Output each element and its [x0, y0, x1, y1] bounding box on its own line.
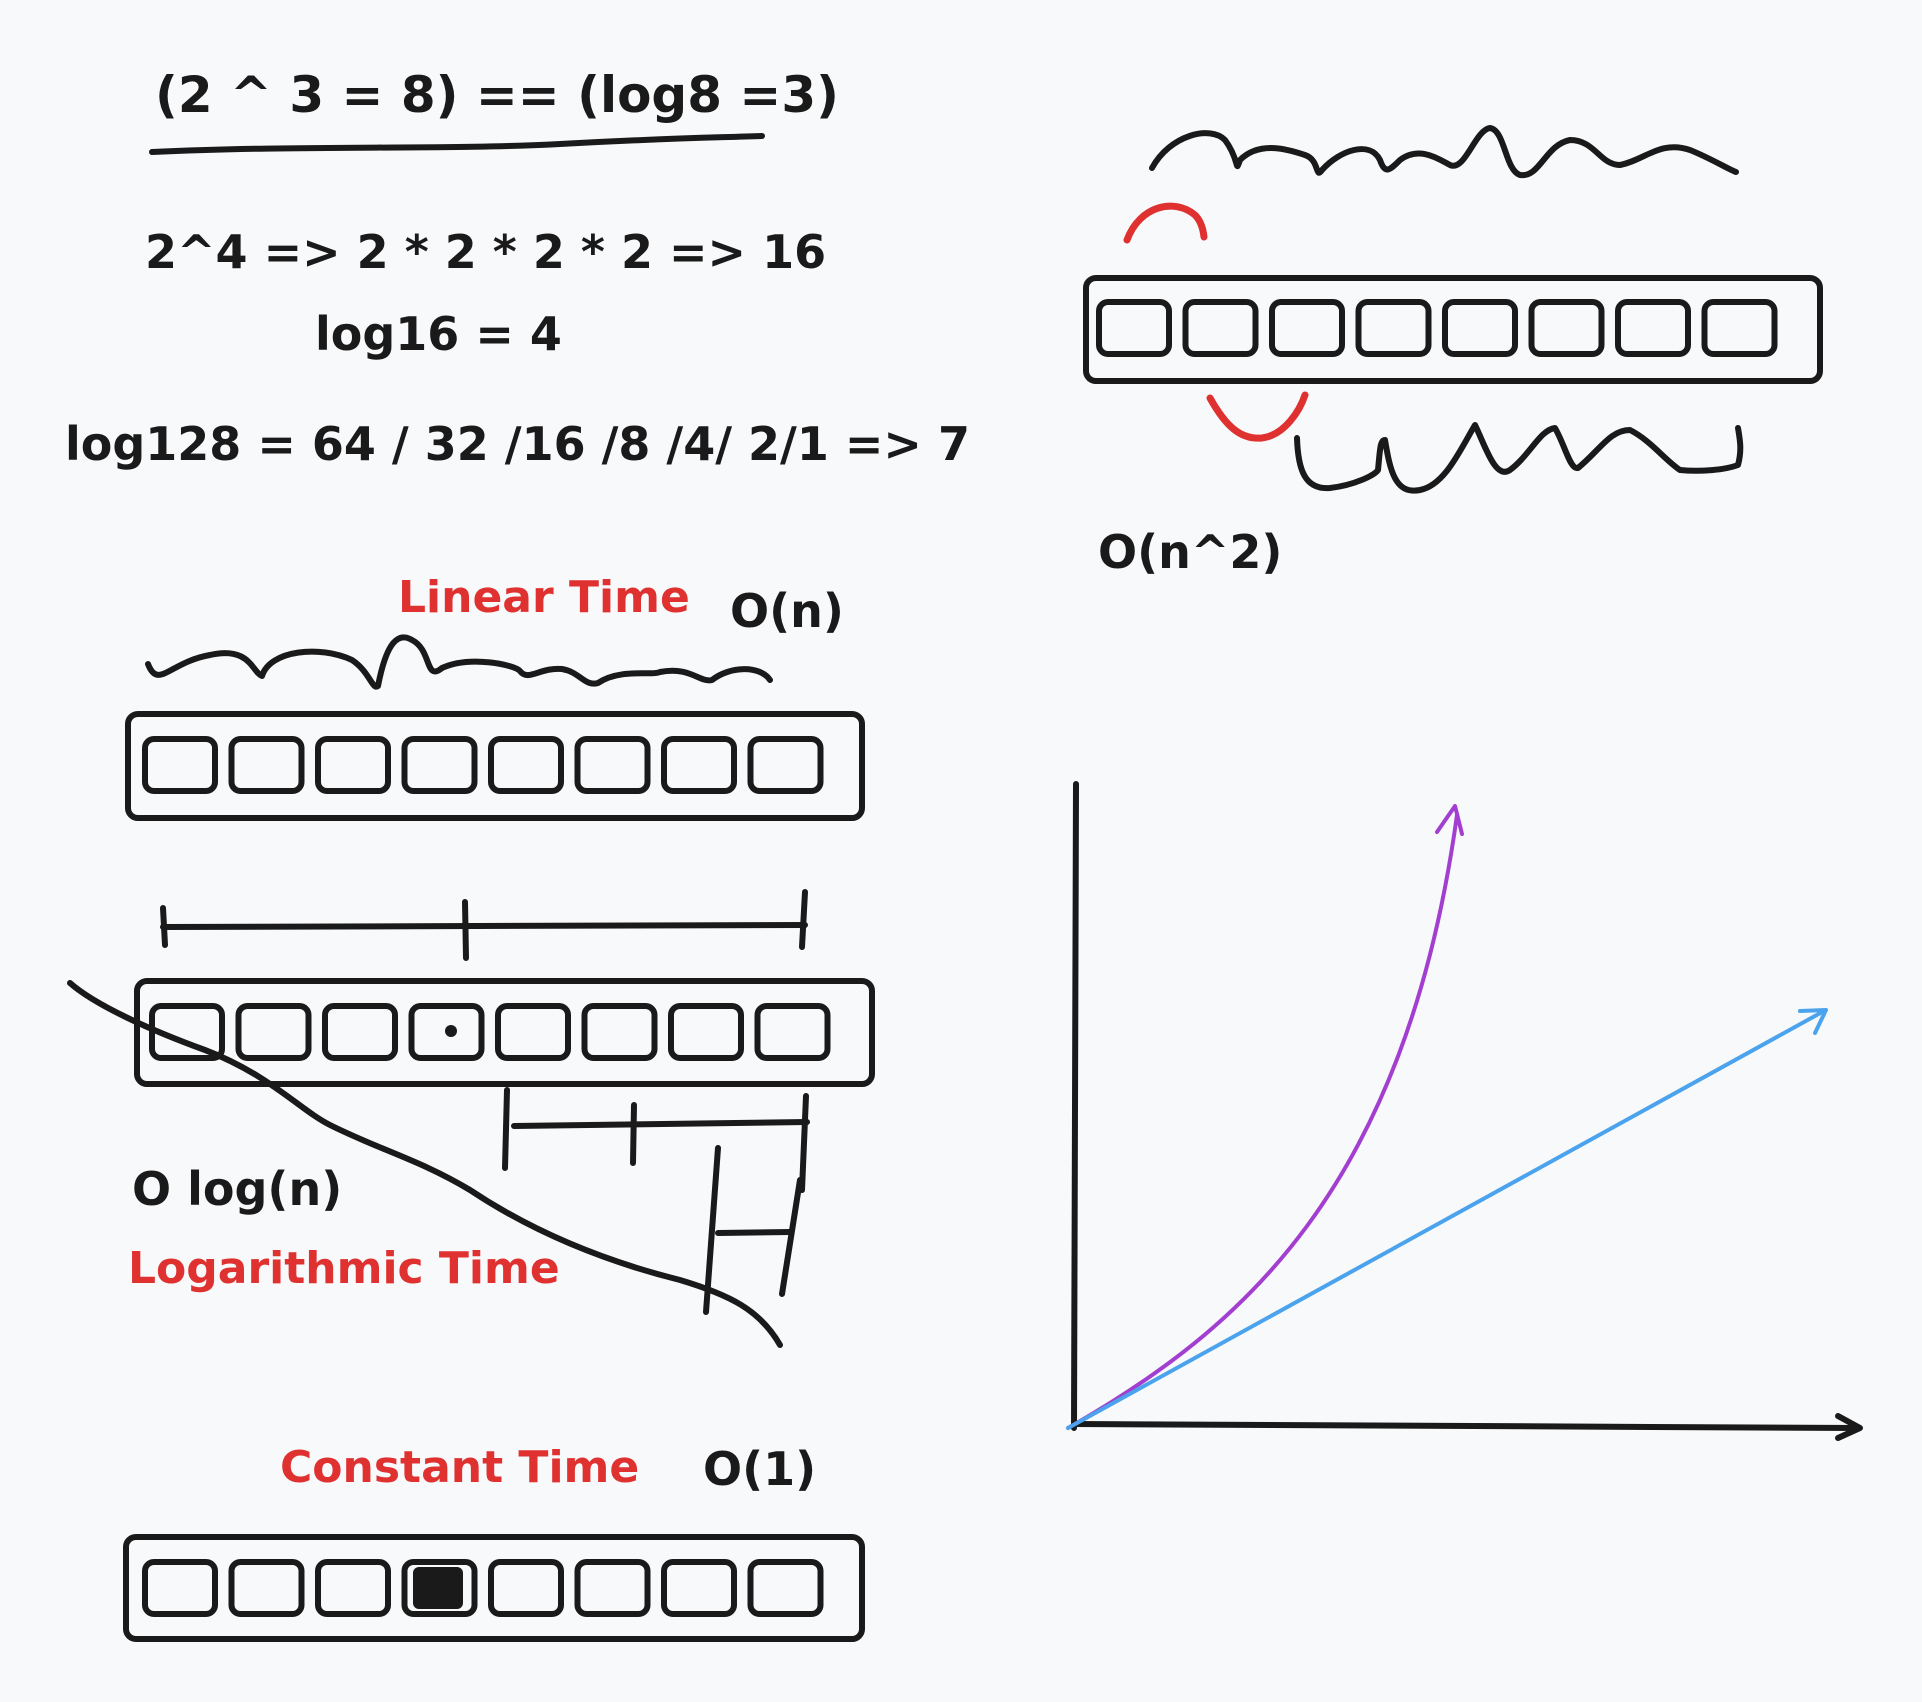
- diminishing-curve: [67, 980, 783, 1348]
- logarithmic-notation: O log(n): [132, 1162, 342, 1216]
- array-cell: [754, 1003, 831, 1061]
- exponential-curve: [1066, 813, 1459, 1430]
- linear-growth-arrowhead: [1798, 1008, 1828, 1035]
- array-cell: [1355, 299, 1432, 357]
- array-cells: [142, 736, 824, 794]
- array-cell: [1701, 299, 1778, 357]
- array-frame: [123, 1534, 865, 1642]
- binary-search-bracket-top: [160, 889, 808, 961]
- array-cell: [315, 736, 391, 794]
- middle-element-dot: [445, 1025, 457, 1037]
- growth-chart: [1066, 781, 1863, 1441]
- array-cell: [228, 736, 305, 794]
- array-cells: [142, 1559, 824, 1617]
- array-cell: [1615, 299, 1691, 357]
- array-cell: [574, 736, 651, 794]
- array-frame: [125, 711, 865, 821]
- array-cell: [747, 1559, 824, 1617]
- array-cell: [495, 1003, 571, 1061]
- inner-loop-red-arc: [1206, 391, 1309, 442]
- math-line-2: 2^4 => 2 * 2 * 2 * 2 => 16: [145, 225, 826, 279]
- x-axis-arrowhead: [1835, 1413, 1863, 1441]
- array-cell: [1442, 299, 1518, 357]
- linear-time-notation: O(n): [730, 584, 844, 638]
- array-frame: [1083, 275, 1823, 384]
- array-cell: [488, 1559, 564, 1617]
- array-cell: [747, 736, 824, 794]
- array-cell: [142, 1559, 218, 1617]
- math-line-4: log128 = 64 / 32 /16 /8 /4/ 2/1 => 7: [65, 417, 970, 471]
- inner-loop-squiggle: [1294, 422, 1744, 494]
- array-cell: [1269, 299, 1345, 357]
- math-line-3: log16 = 4: [315, 307, 562, 361]
- linear-scan-squiggle: [145, 634, 773, 690]
- constant-time-notation: O(1): [703, 1442, 816, 1496]
- quadratic-array: [1083, 275, 1823, 384]
- array-cell: [142, 736, 218, 794]
- array-cell: [322, 1003, 398, 1061]
- array-cell: [315, 1559, 391, 1617]
- exponential-curve-arrowhead: [1435, 804, 1464, 836]
- array-cell: [574, 1559, 651, 1617]
- array-cell: [661, 1559, 737, 1617]
- math-line-1: (2 ^ 3 = 8) == (log8 =3): [155, 66, 839, 124]
- array-frame: [134, 978, 875, 1087]
- array-cell: [488, 736, 564, 794]
- array-cell: [661, 736, 737, 794]
- y-axis: [1071, 781, 1079, 1431]
- array-cells: [149, 1003, 831, 1061]
- array-cell: [668, 1003, 744, 1061]
- array-cell: [408, 1003, 485, 1061]
- outer-loop-red-arc: [1123, 202, 1208, 244]
- array-cell: [401, 736, 478, 794]
- array-cell: [228, 1559, 305, 1617]
- linear-growth-line: [1066, 1009, 1826, 1430]
- accessed-element-fill: [413, 1567, 463, 1609]
- math-line-1-underline: [149, 133, 765, 155]
- x-axis: [1071, 1421, 1861, 1431]
- array-cell: [401, 1559, 478, 1617]
- outer-loop-squiggle: [1149, 125, 1739, 179]
- array-cell: [1182, 299, 1259, 357]
- array-cells: [1096, 299, 1778, 357]
- binary-search-bracket-lower: [502, 1087, 810, 1315]
- log-array: [134, 978, 875, 1087]
- array-cell: [581, 1003, 658, 1061]
- linear-time-title: Linear Time: [398, 572, 690, 623]
- array-cell: [1096, 299, 1172, 357]
- quadratic-notation: O(n^2): [1098, 525, 1282, 579]
- array-cell: [235, 1003, 312, 1061]
- logarithmic-time-title: Logarithmic Time: [128, 1243, 560, 1294]
- constant-array: [123, 1534, 865, 1642]
- linear-array: [125, 711, 865, 821]
- array-cell: [1528, 299, 1605, 357]
- constant-time-title: Constant Time: [280, 1442, 639, 1493]
